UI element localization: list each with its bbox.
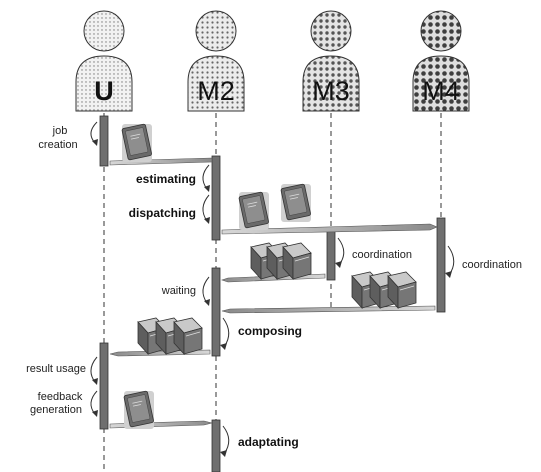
label-estimating: estimating <box>136 172 196 186</box>
label-composing: composing <box>238 324 302 338</box>
label-feedback: feedback <box>38 391 83 403</box>
arrowhead <box>92 139 98 146</box>
activation-m4-1 <box>436 217 446 313</box>
documents-m4-results <box>351 271 417 309</box>
arrowhead <box>220 450 227 457</box>
arrowhead <box>204 217 210 224</box>
label-adaptating: adaptating <box>238 435 299 449</box>
arc-composing <box>222 317 230 348</box>
person-silhouette-icon <box>302 10 360 112</box>
arc-coordination-m3 <box>337 237 345 266</box>
activation-m3-1 <box>326 227 336 281</box>
arrowhead <box>335 261 342 268</box>
actor-label-m3: M3 <box>312 76 350 106</box>
actor-u: U <box>75 10 133 112</box>
person-silhouette-icon <box>412 10 470 112</box>
documents-feedback <box>123 390 155 430</box>
label-job: job <box>52 125 68 137</box>
arc-feedback-generation <box>90 390 98 415</box>
book-icon <box>123 390 155 430</box>
arrowhead <box>220 343 227 350</box>
arc-waiting <box>202 276 210 304</box>
message-arrow-m2-to-m4 <box>221 223 438 235</box>
label-result-usage: result usage <box>26 363 86 375</box>
person-silhouette-icon <box>187 10 245 112</box>
arrowhead <box>204 185 210 192</box>
book-icon <box>280 183 312 223</box>
actor-label-m2: M2 <box>197 76 235 106</box>
messages <box>109 157 438 429</box>
actor-label-u: U <box>94 76 114 106</box>
activation-m2-1 <box>211 155 221 241</box>
arc-result-usage <box>90 356 98 383</box>
label-generation: generation <box>30 404 82 416</box>
actor-m3: M3 <box>302 10 360 112</box>
activation-m2-2 <box>211 267 221 357</box>
message-arrow-m4-to-m2 <box>221 305 436 314</box>
arc-dispatching <box>202 194 210 222</box>
label-dispatching: dispatching <box>129 206 196 220</box>
actor-m2: M2 <box>187 10 245 112</box>
activation-m2-3 <box>211 419 221 472</box>
label-coordination-m4: coordination <box>462 259 522 271</box>
documents-dispatch <box>238 183 312 231</box>
actor-m4: M4 <box>412 10 470 112</box>
actor-label-m4: M4 <box>422 76 460 106</box>
activation-u-2 <box>99 342 109 430</box>
documents-composed <box>137 317 203 355</box>
person-silhouette-icon <box>75 10 133 112</box>
label-waiting: waiting <box>161 285 196 297</box>
label-creation: creation <box>38 139 77 151</box>
book-icon <box>121 123 153 163</box>
message-arrow-u-to-m2 <box>109 157 213 166</box>
arrowhead <box>92 378 98 385</box>
labels: job creation estimating dispatching coor… <box>26 125 522 449</box>
book-icon <box>238 191 270 231</box>
activation-bars <box>99 115 446 472</box>
arc-coordination-m4 <box>447 245 455 276</box>
arrowhead <box>445 271 452 278</box>
arrowhead <box>204 299 210 306</box>
arc-adaptating <box>222 425 230 455</box>
arc-arrowheads <box>92 139 452 457</box>
activation-u-1 <box>99 115 109 167</box>
label-coordination-m3: coordination <box>352 249 412 261</box>
documents-m3-results <box>250 242 312 280</box>
arc-estimating <box>202 164 210 190</box>
documents-job <box>121 123 153 163</box>
arrowhead <box>92 410 98 417</box>
